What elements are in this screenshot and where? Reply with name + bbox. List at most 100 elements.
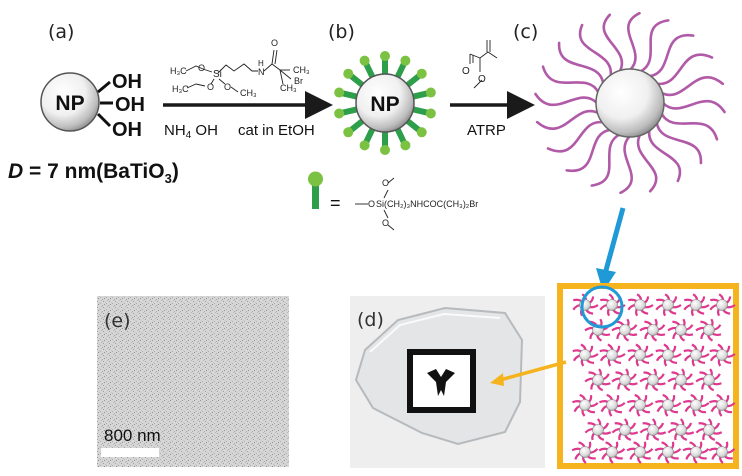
initiator-tip	[416, 127, 427, 138]
packed-particle	[716, 299, 728, 311]
polymer-chain	[602, 13, 624, 73]
legend-spike-stem	[312, 181, 319, 209]
packed-particle	[579, 446, 591, 458]
polymer-chain	[541, 65, 600, 95]
polymer-chain	[661, 99, 726, 114]
packed-particle	[716, 446, 728, 458]
initiator-spike	[405, 73, 421, 88]
reagent-catalyst: cat in EtOH	[238, 122, 315, 139]
initiator-tip	[425, 87, 436, 98]
polymer-chain	[534, 92, 599, 107]
packed-particle	[619, 324, 631, 336]
initiator-tip	[400, 140, 411, 151]
initiator-tip	[400, 55, 411, 66]
silane-ch3-right: CH₃	[240, 88, 257, 98]
size-subscript: 3	[165, 171, 172, 186]
initiator-legend: = O O O Si(CH₂)₃NHCOC(CH₃)₂Br	[308, 171, 478, 231]
panel-label-d: (d)	[357, 309, 384, 331]
initiator-spike	[411, 90, 428, 100]
initiator-spike	[394, 126, 407, 144]
legend-equals: =	[330, 193, 341, 213]
atrp-label: ATRP	[467, 122, 506, 139]
np-label-a: NP	[55, 92, 84, 115]
polymer-chain	[546, 121, 605, 153]
legend-spike-tip	[308, 171, 323, 187]
silane-h: H	[258, 59, 264, 68]
monomer-o1: O	[462, 66, 470, 77]
initiator-spike	[394, 62, 407, 80]
packed-particle	[690, 446, 702, 458]
initiator-tip	[380, 145, 390, 155]
packed-particle	[662, 446, 674, 458]
initiator-spike	[363, 62, 376, 80]
packed-particle	[703, 324, 715, 336]
initiator-tip	[359, 55, 370, 66]
initiator-spike	[349, 118, 365, 133]
monomer-bonds	[469, 40, 498, 89]
packed-particle	[606, 399, 618, 411]
packed-particle	[634, 399, 646, 411]
film-photo: (d)	[350, 296, 545, 468]
silane-n: N	[258, 67, 265, 77]
polymer-chain	[648, 128, 682, 183]
initiator-tip	[425, 108, 436, 119]
initiator-tip	[359, 140, 370, 151]
polymer-chain	[619, 134, 633, 195]
reagent-nh4oh: NH4 OH	[164, 122, 218, 141]
silane-o-carbonyl: O	[271, 38, 278, 48]
polymer-chain	[590, 133, 622, 187]
packed-particle	[606, 299, 618, 311]
polymer-chain	[565, 128, 612, 172]
legend-bonds	[355, 177, 395, 231]
polymer-chain	[638, 19, 670, 73]
size-close: )	[172, 160, 179, 183]
zoom-arrow	[596, 207, 626, 292]
packed-particle	[606, 446, 618, 458]
silane-h3c-top: H₃C	[170, 66, 187, 76]
panel-label-c: (c)	[513, 21, 538, 43]
polymer-chain	[648, 34, 695, 78]
reagent-oh: OH	[191, 122, 218, 139]
size-caption: D = 7 nm(BaTiO3)	[8, 160, 179, 186]
packed-particle	[716, 349, 728, 361]
packed-particle	[579, 399, 591, 411]
hydroxyl-mid: OH	[115, 94, 145, 116]
hydroxyl-bonds	[96, 80, 113, 128]
initiator-spikes	[334, 51, 436, 155]
packed-particle	[690, 349, 702, 361]
packed-particle	[647, 424, 659, 436]
silane-ch3-b: CH₃	[280, 83, 297, 93]
polymer-chain	[655, 53, 714, 85]
packed-particle	[634, 349, 646, 361]
packed-particle	[647, 324, 659, 336]
nanoparticle-c	[595, 68, 665, 138]
initiator-spike	[411, 106, 428, 116]
legend-si-chain: Si(CH₂)₃NHCOC(CH₃)₂Br	[376, 199, 478, 209]
size-text: = 7 nm(BaTiO	[23, 160, 164, 183]
packed-particle	[579, 349, 591, 361]
callout-arrow	[490, 360, 567, 386]
packed-particle	[690, 399, 702, 411]
packed-particle	[647, 374, 659, 386]
silane-ch3-a: CH₃	[293, 65, 310, 75]
packed-particle	[619, 374, 631, 386]
swallow-emblem-icon	[427, 369, 455, 396]
hydroxyl-bot: OH	[112, 119, 142, 141]
packed-particle	[592, 424, 604, 436]
scale-bar-label: 800 nm	[104, 426, 161, 445]
monomer-o2: O	[478, 74, 486, 85]
polymer-chain	[655, 121, 703, 165]
packed-particle	[662, 299, 674, 311]
tem-texture	[97, 296, 289, 467]
silane-bonds	[185, 49, 292, 93]
hydroxyl-top: OH	[112, 71, 142, 93]
packed-composite	[571, 293, 736, 464]
silane-si: Si	[213, 69, 222, 80]
panel-label-b: (b)	[328, 21, 355, 43]
initiator-spike	[342, 90, 359, 100]
packed-particle	[716, 399, 728, 411]
initiator-spike	[342, 106, 359, 116]
packed-particle	[675, 374, 687, 386]
silane-o-right: O	[224, 82, 231, 92]
